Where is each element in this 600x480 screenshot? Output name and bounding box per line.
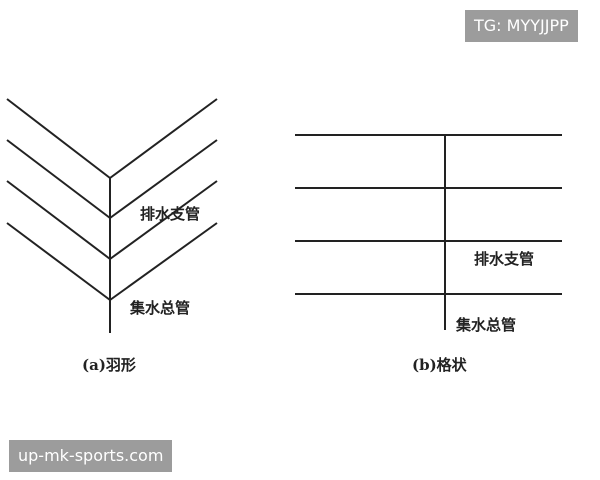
herringbone-branch-left-3 <box>6 180 111 260</box>
herringbone-branch-left-2 <box>6 139 111 219</box>
grid-branch-label: 排水支管 <box>474 250 534 268</box>
watermark-bottom: up-mk-sports.com <box>9 440 173 472</box>
grid-caption: (b)格状 <box>412 356 468 374</box>
herringbone-branch-right-2 <box>109 139 218 219</box>
herringbone-branch-label: 排水支管 <box>140 205 200 223</box>
grid-main-label: 集水总管 <box>455 316 516 334</box>
herringbone-branch-right-1 <box>109 98 218 179</box>
herringbone-branch-right-3 <box>109 180 218 260</box>
herringbone-caption: (a)羽形 <box>82 356 136 374</box>
herringbone-main-label: 集水总管 <box>129 299 190 317</box>
grid-layout <box>295 134 562 330</box>
watermark-top: TG: MYYJJPP <box>465 10 578 42</box>
herringbone-branch-left-1 <box>6 98 111 179</box>
herringbone-layout <box>6 98 218 333</box>
herringbone-branch-right-4 <box>109 222 218 301</box>
herringbone-branch-left-4 <box>6 222 111 301</box>
